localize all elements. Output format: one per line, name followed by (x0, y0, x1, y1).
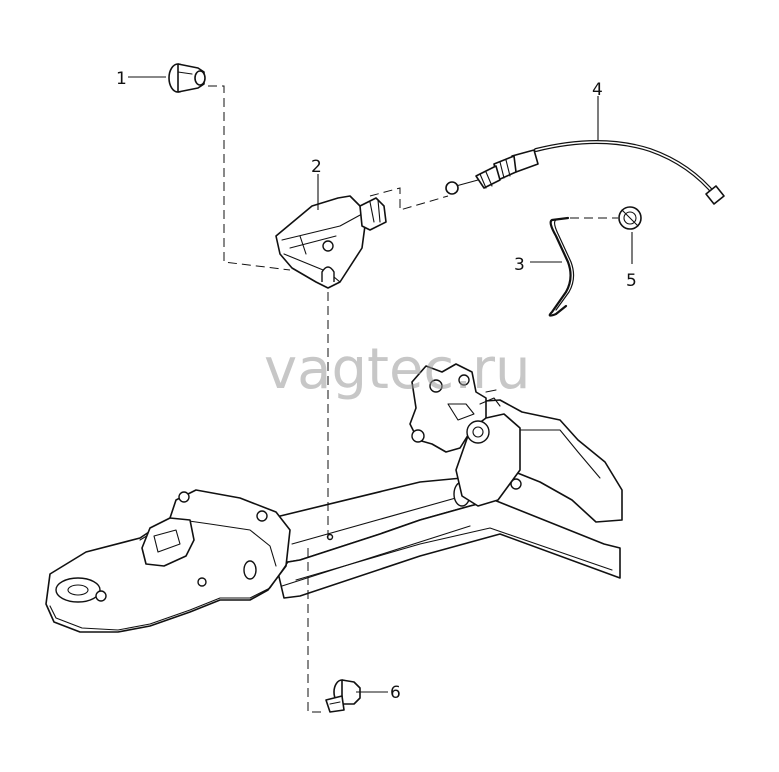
callout-1: 1 (116, 69, 127, 89)
callout-3: 3 (514, 255, 525, 275)
bolt-part (168, 63, 206, 93)
watermark-text: vagtec.ru (264, 337, 531, 402)
leader-lines (128, 76, 633, 693)
cable-part (445, 140, 725, 205)
assembly-lines (208, 85, 618, 713)
spring-clip-part (548, 216, 575, 317)
callout-4: 4 (592, 80, 603, 100)
rear-axle-beam (45, 363, 623, 633)
lower-bolt-part (325, 679, 361, 713)
callout-5: 5 (626, 271, 637, 291)
callout-6: 6 (390, 683, 401, 703)
callout-2: 2 (311, 157, 322, 177)
clip-nut-part (618, 206, 642, 230)
cable-bracket-part (275, 195, 387, 289)
